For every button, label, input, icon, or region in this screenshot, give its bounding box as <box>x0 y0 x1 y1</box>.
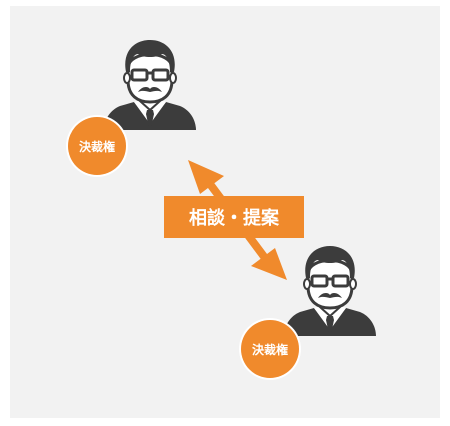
businessman-icon-bottom <box>282 244 378 338</box>
decision-authority-badge-bottom: 決裁権 <box>241 320 299 378</box>
consultation-proposal-label: 相談・提案 <box>164 196 304 238</box>
businessman-icon-top <box>102 38 198 132</box>
decision-authority-badge-top: 決裁権 <box>68 117 126 175</box>
